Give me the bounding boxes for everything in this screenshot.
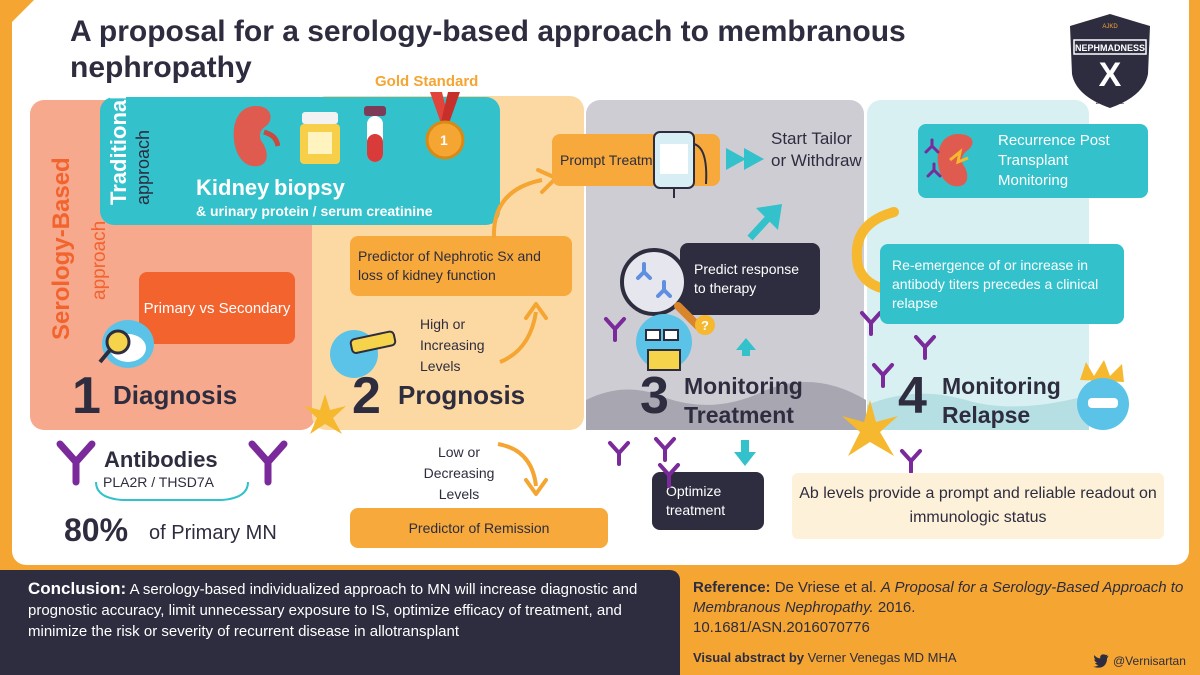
medal-number: 1 bbox=[440, 132, 448, 148]
predictor-remission-box: Predictor of Remission bbox=[350, 508, 608, 548]
antibodies-sub: PLA2R / THSD7A bbox=[99, 474, 219, 490]
predictor-nephrotic-box: Predictor of Nephrotic Sx and loss of ki… bbox=[350, 236, 572, 296]
bracket-line bbox=[95, 481, 249, 501]
teal-arrow-down-icon bbox=[734, 440, 756, 466]
main-panel: A proposal for a serology-based approach… bbox=[12, 0, 1189, 565]
arrow-up-icon bbox=[499, 302, 548, 364]
traditional-approach-box bbox=[100, 97, 500, 225]
mascot-shocked-icon bbox=[1077, 360, 1129, 430]
conclusion-label: Conclusion: bbox=[28, 579, 127, 598]
monitoring-relapse-label-1: Monitoring bbox=[942, 373, 1061, 399]
relapse-arrow-icon bbox=[851, 207, 899, 295]
kidney-icon bbox=[233, 106, 280, 167]
antibody-icon bbox=[860, 311, 882, 336]
credit-line: Visual abstract by Verner Venegas MD MHA bbox=[693, 650, 957, 665]
serology-sub-label: approach bbox=[89, 220, 110, 300]
page-title: A proposal for a serology-based approach… bbox=[70, 15, 906, 84]
reference-title: A Proposal for a Serology-Based Approach… bbox=[693, 579, 1184, 616]
reference-label: Reference: bbox=[693, 579, 771, 596]
reference-authors: De Vriese et al. bbox=[774, 579, 877, 596]
antibody-icon bbox=[654, 437, 676, 462]
traditional-label: Traditional bbox=[106, 93, 131, 205]
antibody-icon bbox=[608, 441, 630, 466]
mascot-reading-icon bbox=[636, 314, 692, 371]
antibody-icon bbox=[900, 449, 922, 474]
blood-tube-icon bbox=[364, 106, 386, 162]
predict-response-box: Predict response to therapy bbox=[680, 243, 820, 315]
spark-icon bbox=[304, 394, 346, 434]
start-tailor-text: Start Tailor or Withdraw bbox=[771, 129, 862, 170]
biopsy-text: biopsy bbox=[274, 175, 345, 200]
monitoring-relapse-label-2: Relapse bbox=[942, 402, 1031, 428]
twitter-bird-icon bbox=[1093, 654, 1109, 668]
serology-label: Serology-Based bbox=[48, 157, 75, 340]
antibody-icon bbox=[914, 335, 936, 360]
antibody-icon bbox=[248, 440, 288, 486]
percent-label: of Primary MN bbox=[149, 522, 277, 544]
percent-value: 80% bbox=[64, 512, 129, 548]
svg-text:2013-2022: 2013-2022 bbox=[1096, 100, 1125, 106]
svg-text:NEPHMADNESS: NEPHMADNESS bbox=[1075, 43, 1145, 53]
antibody-icon bbox=[604, 317, 626, 342]
reference-block: Reference: De Vriese et al. A Proposal f… bbox=[693, 578, 1193, 638]
primary-vs-secondary-box: Primary vs Secondary bbox=[139, 272, 295, 344]
diagnosis-label: Diagnosis bbox=[113, 380, 238, 410]
antibody-icon bbox=[872, 363, 894, 388]
reference-year: 2016. bbox=[877, 599, 916, 616]
magnifier-antibody-icon bbox=[620, 248, 702, 330]
antibody-icon bbox=[56, 440, 96, 486]
kidney-text: Kidney bbox=[196, 175, 270, 200]
low-levels-text: Low or Decreasing Levels bbox=[423, 444, 495, 502]
hills-illustration bbox=[586, 382, 1089, 430]
credit-author: Verner Venegas MD MHA bbox=[807, 650, 957, 665]
corner-accent bbox=[12, 0, 34, 22]
gold-standard-label: Gold Standard bbox=[375, 73, 479, 90]
reemergence-box: Re-emergence of or increase in antibody … bbox=[880, 244, 1124, 324]
svg-text:AJKD: AJKD bbox=[1102, 24, 1118, 30]
reference-doi[interactable]: 10.1681/ASN.2016070776 bbox=[693, 619, 870, 636]
conclusion-text: A serology-based individualized approach… bbox=[28, 581, 638, 640]
mascot-magnifier-icon bbox=[98, 320, 154, 368]
double-arrow-icon bbox=[726, 148, 764, 170]
monitoring-treatment-number: 3 bbox=[640, 367, 669, 425]
nephmadness-logo-icon: NEPHMADNESS X AJKD 2013-2022 bbox=[1070, 14, 1150, 108]
svg-text:?: ? bbox=[701, 318, 709, 333]
svg-text:X: X bbox=[1099, 56, 1122, 94]
monitoring-treatment-label-2: Treatment bbox=[684, 402, 794, 428]
teal-arrow-up-icon bbox=[736, 338, 756, 356]
ab-levels-box: Ab levels provide a prompt and reliable … bbox=[792, 473, 1164, 539]
twitter-handle: @Vernisartan bbox=[1113, 654, 1186, 668]
teal-arrow-up-right-icon bbox=[747, 204, 782, 241]
monitoring-relapse-number: 4 bbox=[898, 367, 927, 425]
traditional-detail: & urinary protein / serum creatinine bbox=[196, 203, 433, 219]
antibody-icon bbox=[658, 463, 680, 488]
question-badge-icon: ? bbox=[695, 315, 715, 335]
diagnosis-number: 1 bbox=[72, 367, 101, 425]
urine-sample-icon bbox=[300, 112, 340, 164]
conclusion-panel: Conclusion: A serology-based individuali… bbox=[0, 570, 680, 675]
high-levels-text: High or Increasing Levels bbox=[420, 316, 485, 374]
twitter-handle-block[interactable]: @Vernisartan bbox=[1093, 654, 1186, 668]
prognosis-number: 2 bbox=[352, 367, 381, 425]
spark-icon bbox=[842, 400, 898, 456]
mascot-telescope-icon bbox=[330, 330, 397, 378]
antibodies-title: Antibodies bbox=[104, 447, 218, 472]
iv-bag-icon bbox=[653, 131, 708, 198]
monitoring-treatment-label-1: Monitoring bbox=[684, 373, 803, 399]
arrow-down-icon bbox=[497, 442, 548, 496]
prognosis-label: Prognosis bbox=[398, 380, 526, 410]
gold-medal-icon bbox=[425, 92, 465, 160]
transplant-kidney-icon bbox=[924, 134, 973, 187]
credit-label: Visual abstract by bbox=[693, 650, 805, 665]
traditional-sub-label: approach bbox=[133, 129, 153, 205]
